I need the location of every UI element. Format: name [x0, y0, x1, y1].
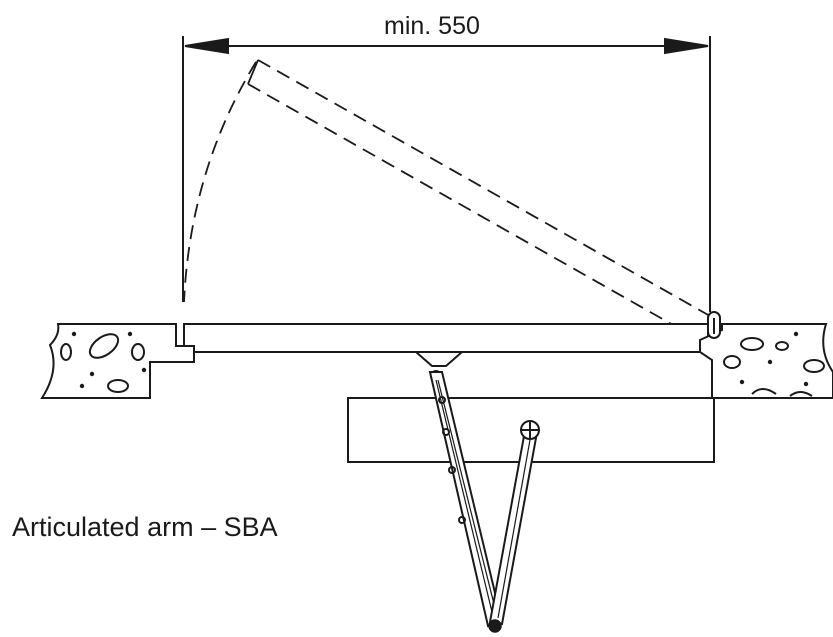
door-swing-arc — [183, 61, 257, 303]
hinge — [707, 311, 721, 339]
left-wall — [40, 323, 195, 399]
closed-door-leaf — [183, 323, 709, 353]
closer-spindle — [520, 420, 540, 440]
diagram-caption: Articulated arm – SBA — [12, 512, 278, 542]
right-wall — [699, 323, 833, 399]
articulated-arm — [428, 371, 504, 628]
dimension-label: min. 550 — [384, 12, 480, 40]
open-door-leaf — [247, 59, 711, 339]
closer-arm — [488, 434, 538, 626]
arm-elbow-pivot — [488, 619, 502, 633]
dimension-line — [182, 36, 711, 312]
